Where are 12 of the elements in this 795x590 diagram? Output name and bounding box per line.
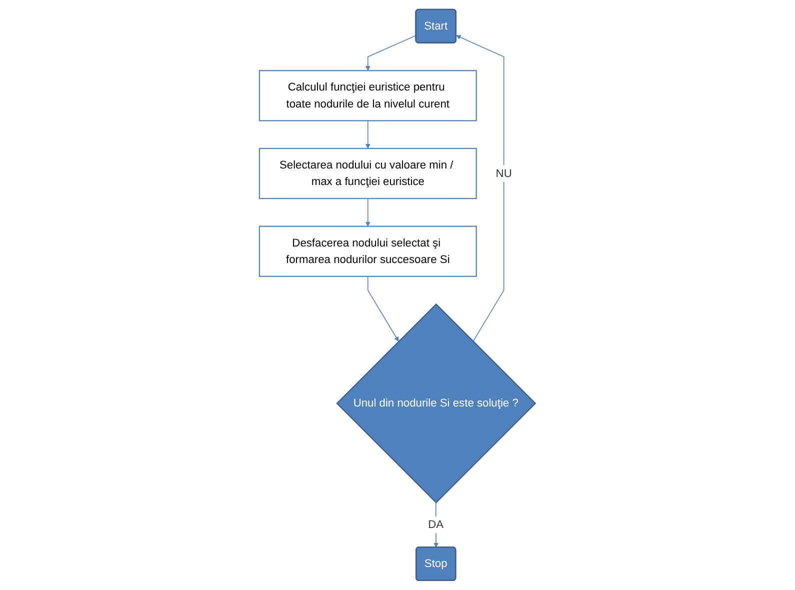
arrow <box>456 35 504 342</box>
arrow <box>368 276 399 342</box>
node-box: Calculul funcţiei euristice pentru toate nodurile de la nivelul curent <box>259 70 477 122</box>
arrow <box>434 502 439 548</box>
arrow <box>366 120 370 149</box>
arrow <box>366 198 370 227</box>
edge-label: NU <box>496 167 512 180</box>
node-diamond: Unul din nodurile Si este soluţie ? <box>336 303 536 504</box>
arrow <box>366 35 417 71</box>
node-box: Desfacerea nodului selectat şi formarea nodurilor succesoare Si <box>259 226 477 277</box>
node-box: Selectarea nodului cu valoare min / max a funcţiei euristice <box>259 148 477 200</box>
edge-label: DA <box>428 518 444 532</box>
